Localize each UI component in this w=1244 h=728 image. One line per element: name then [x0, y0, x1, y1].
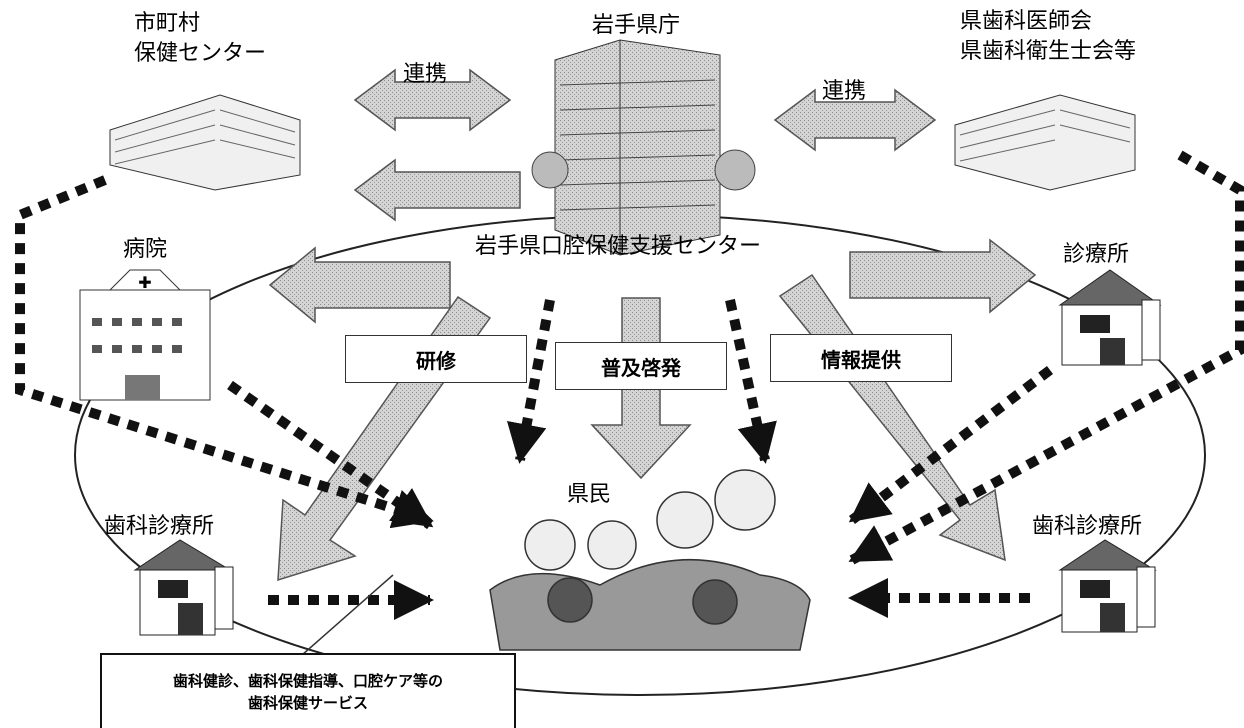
svg-text:✚: ✚ [138, 273, 151, 292]
clinic-label: 診療所 [1063, 242, 1130, 267]
municipal-health-center-building [109, 94, 301, 191]
municipal-label-line2: 保健センター [134, 41, 267, 66]
cooperation-left-label: 連携 [403, 62, 448, 87]
callout-line2: 歯科保健サービス [247, 693, 368, 712]
center-to-hospital-arrow [268, 246, 451, 324]
cooperation-arrow-right [773, 88, 937, 152]
dental-clinic-right-building [1058, 539, 1157, 633]
callout-leader-line [301, 574, 394, 656]
right-top-dotted-arrow [725, 298, 777, 464]
dental-assoc-dotted-line [848, 150, 1244, 565]
municipal-dotted-line [15, 175, 434, 529]
callout-line1: 歯科健診、歯科保健指導、口腔ケア等の [172, 671, 443, 690]
clinic-dotted-arrow [848, 366, 1054, 524]
citizens-label: 県民 [567, 482, 612, 507]
center-to-clinic-arrow [849, 238, 1037, 314]
dental-clinic-left-label: 歯科診療所 [104, 514, 215, 539]
hospital-dotted-arrow [227, 380, 434, 530]
prefecture-to-center-arrow [353, 158, 521, 222]
prefectural-office-building [531, 39, 756, 256]
municipal-label-line1: 市町村 [134, 11, 201, 36]
dental-assoc-label-line2: 県歯科衛生士会等 [960, 39, 1137, 64]
information-box: 情報提供 [770, 334, 952, 382]
citizens-illustration [489, 469, 811, 651]
dental-clinic-left-building [133, 539, 234, 636]
hospital-building: ✚ [79, 269, 211, 401]
dental-association-building [954, 94, 1136, 191]
cooperation-arrow-left [353, 68, 512, 132]
information-arrow [778, 273, 1006, 562]
cooperation-right-label: 連携 [822, 79, 867, 104]
dental-assoc-label-line1: 県歯科医師会 [960, 9, 1093, 34]
hospital-label: 病院 [123, 237, 168, 262]
services-callout: 歯科健診、歯科保健指導、口腔ケア等の 歯科保健サービス [100, 653, 516, 728]
center-label: 岩手県口腔保健支援センター [475, 234, 762, 259]
left-top-dotted-arrow [506, 299, 555, 464]
awareness-box: 普及啓発 [555, 342, 727, 390]
prefecture-label: 岩手県庁 [592, 13, 681, 38]
dental-clinic-right-label: 歯科診療所 [1032, 514, 1143, 539]
clinic-building [1058, 269, 1162, 366]
training-box: 研修 [345, 335, 527, 383]
